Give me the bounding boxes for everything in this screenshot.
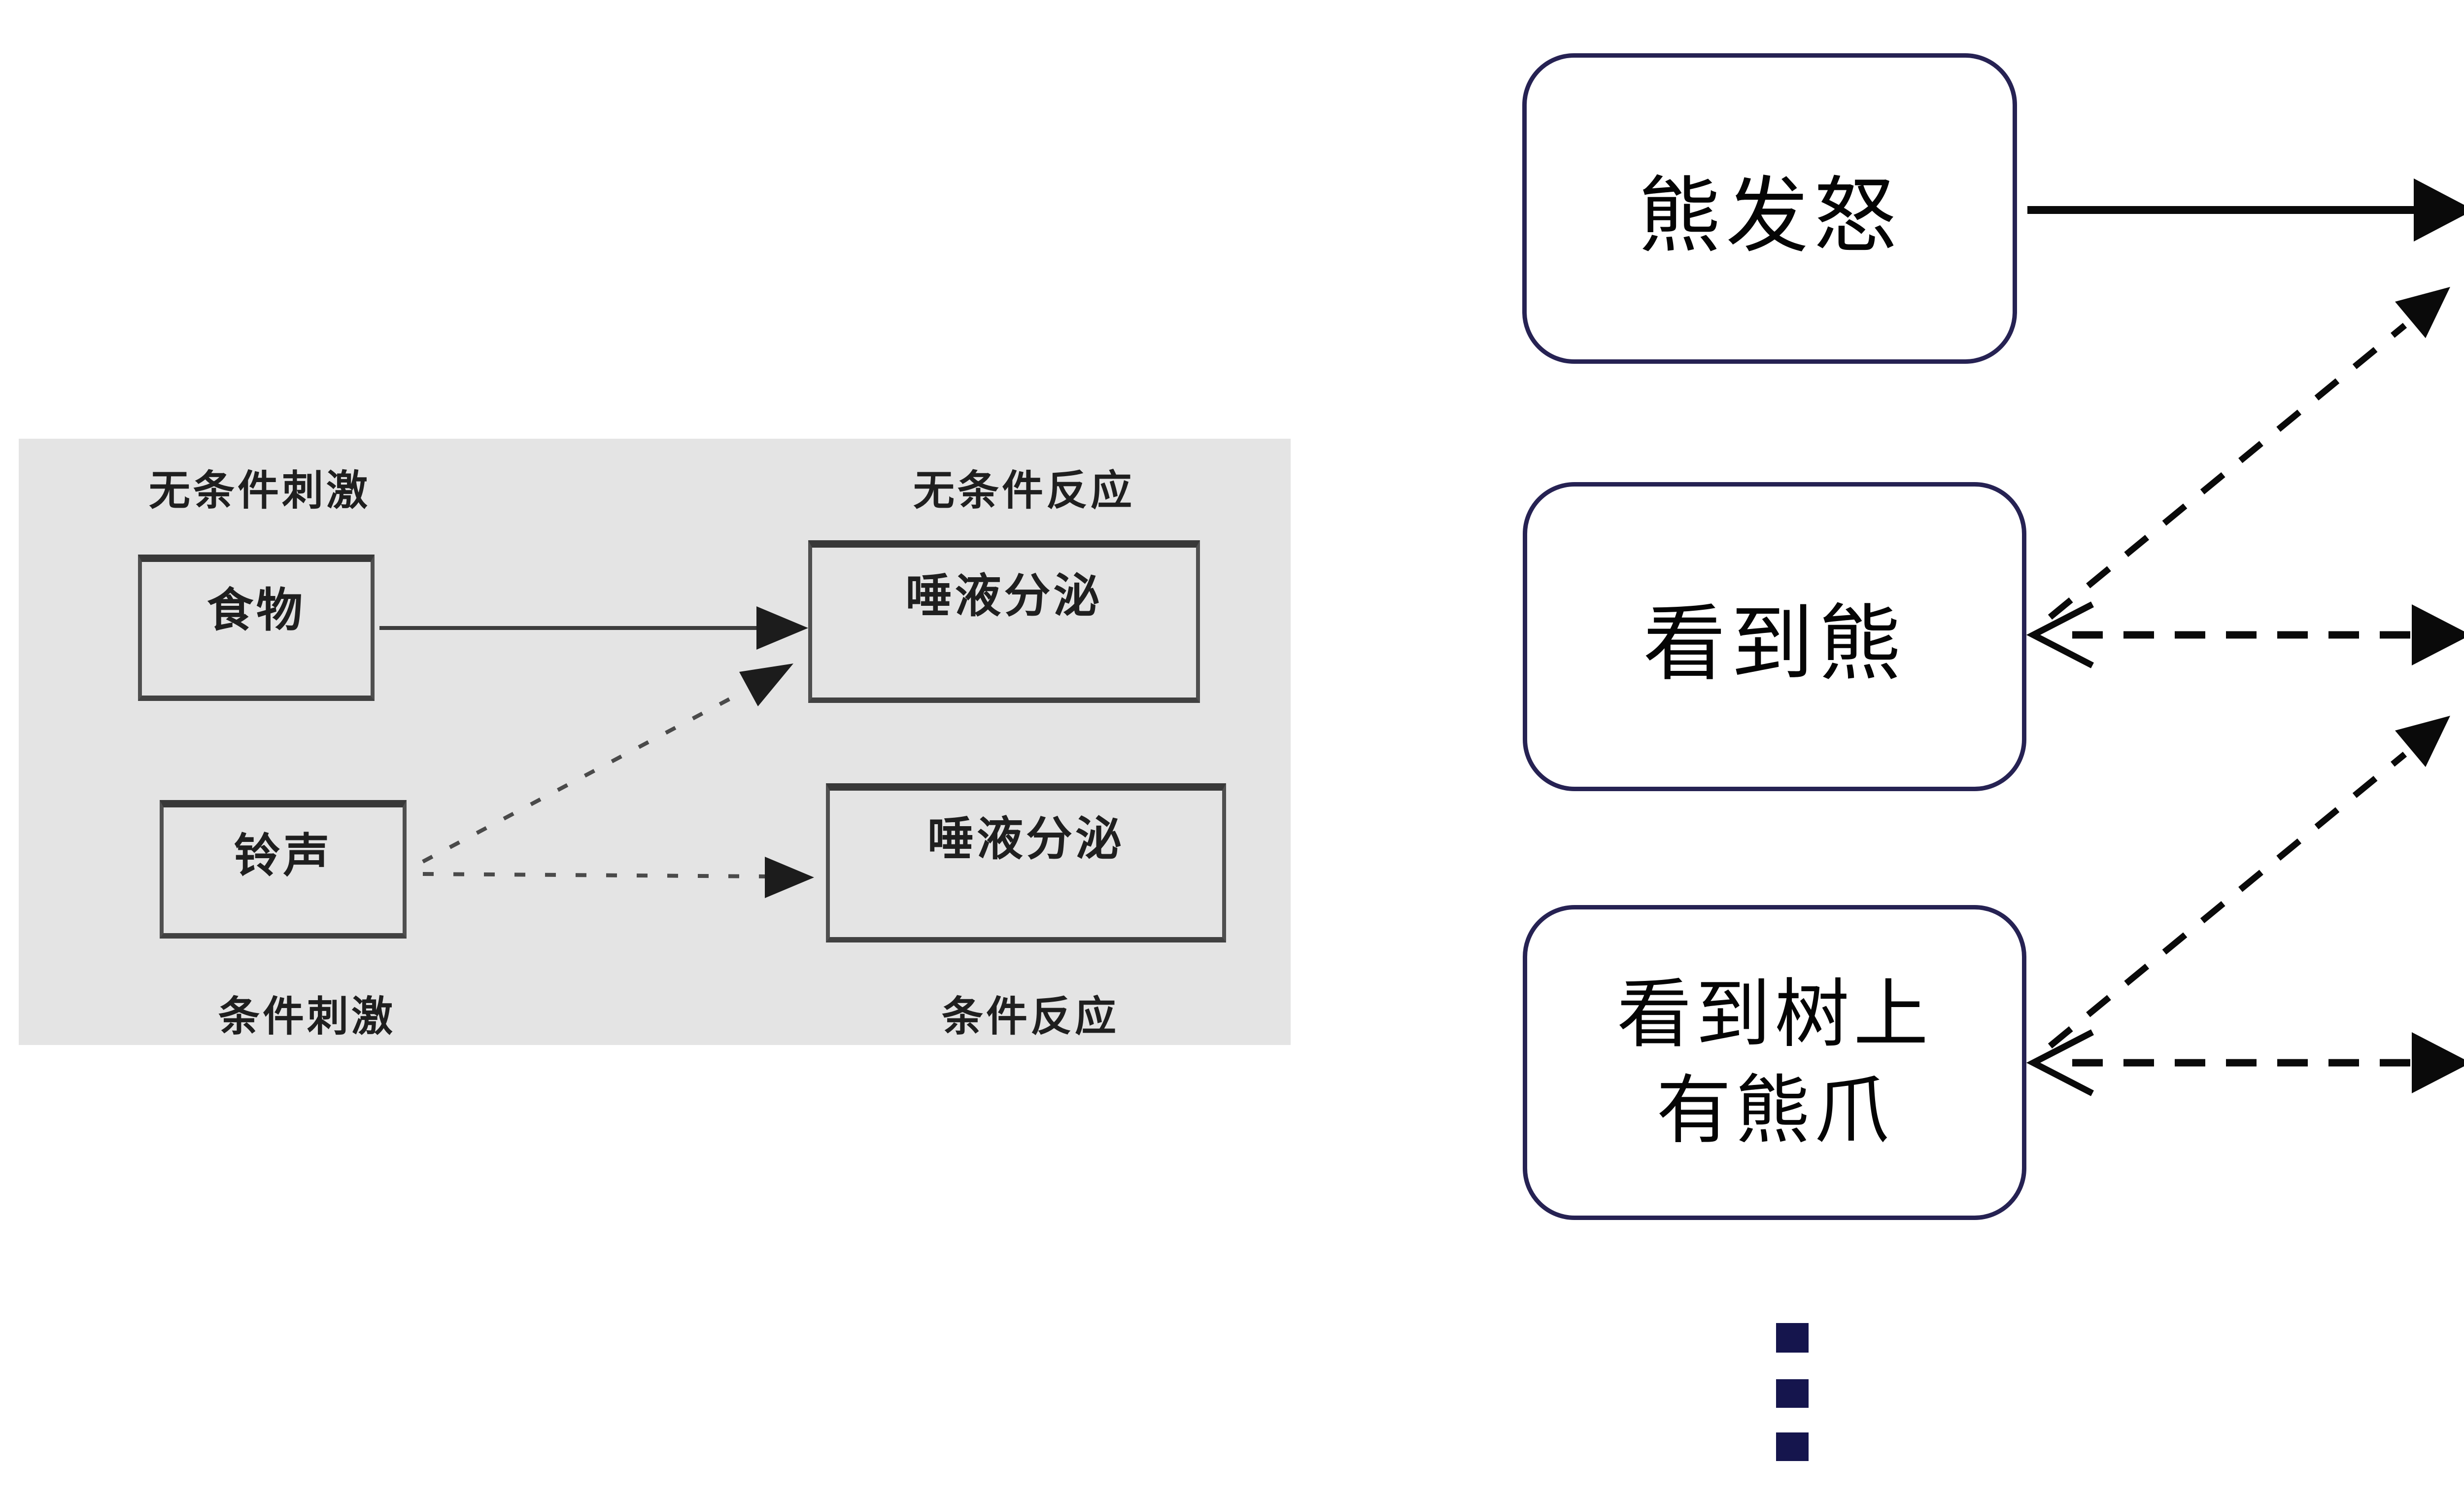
panel-arrow-bell-to-salivation-bottom-dashed [422,857,814,898]
panel-arrow-food-to-salivation [379,606,808,650]
node-see-bear: 看到熊 [1523,482,2026,791]
arrow-see-claw-to-vnext-diagonal [2048,716,2450,1049]
arrow-see-bear-vnext-bidirectional [2026,601,2464,668]
ellipsis-square [1776,1323,1809,1353]
arrow-see-bear-to-reward-diagonal [2048,287,2450,620]
node-salivation-bottom: 唾液分泌 [826,783,1226,942]
node-see-claw-line1: 看到树上 [1617,972,1932,1056]
node-salivation-top: 唾液分泌 [808,540,1200,703]
ellipsis-square [1776,1432,1809,1461]
label-unconditioned-stimulus: 无条件刺激 [148,467,371,514]
classical-conditioning-panel: 无条件刺激 无条件反应 条件刺激 条件反应 食物 铃声 唾液分泌 唾液分泌 [19,439,1291,1045]
ellipsis-square [1776,1379,1809,1408]
arrow-bear-to-reward [2027,178,2464,242]
node-see-claw: 看到树上 有熊爪 [1523,905,2026,1220]
node-see-claw-line2: 有熊爪 [1656,1068,1893,1152]
node-food: 食物 [138,555,375,701]
label-conditioned-stimulus: 条件刺激 [218,993,396,1040]
arrow-see-claw-vcurrent-bidirectional [2026,1029,2464,1096]
node-bear-angry: 熊发怒 [1522,53,2017,364]
label-unconditioned-response: 无条件反应 [913,467,1135,514]
label-conditioned-response: 条件反应 [941,993,1120,1040]
panel-arrow-bell-to-salivation-top-dashed [422,663,793,864]
node-bell: 铃声 [160,800,407,939]
